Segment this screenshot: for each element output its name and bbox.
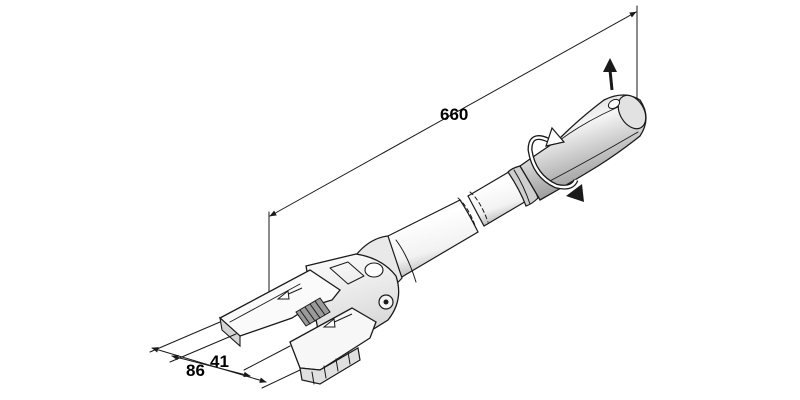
rotation-arrow-icon [527,126,584,202]
jaw-ext-line-bottom [261,369,301,389]
overall-length-dimension: 660 [268,5,638,301]
neck-contour [395,239,417,283]
housing-slot [329,261,365,285]
pivot-bolt-center [383,299,389,305]
wrench-handle [507,94,647,207]
lower-jaw-block [299,347,361,385]
handle-cap-hole [607,98,621,110]
width-label: 86 [186,361,205,380]
handle-end-cap [617,94,647,130]
block-rib-2 [323,365,327,379]
jaw-dimensions: 41 86 [149,321,301,389]
housing-knob [364,262,384,278]
slide-direction-arrow-icon [276,287,303,300]
grip-contour-lower [547,131,639,183]
block-rib-1 [311,371,315,385]
block-rib-3 [335,358,339,372]
block-rib-4 [347,351,351,365]
wrench-head [218,253,400,385]
jaw-ext-line-inner [243,345,291,371]
shaft-break-line-2 [469,191,489,223]
length-label: 660 [440,105,468,124]
pull-arrow-icon [603,58,617,91]
adjustment-rack [295,297,331,327]
jaw-ext-line-outer [149,321,221,353]
upper-jaw-face [219,316,241,348]
length-dimension-line [269,11,637,217]
width-dimension-line [151,347,267,383]
slide-direction-arrow-icon [322,313,353,328]
collar-ring-line [513,169,531,205]
